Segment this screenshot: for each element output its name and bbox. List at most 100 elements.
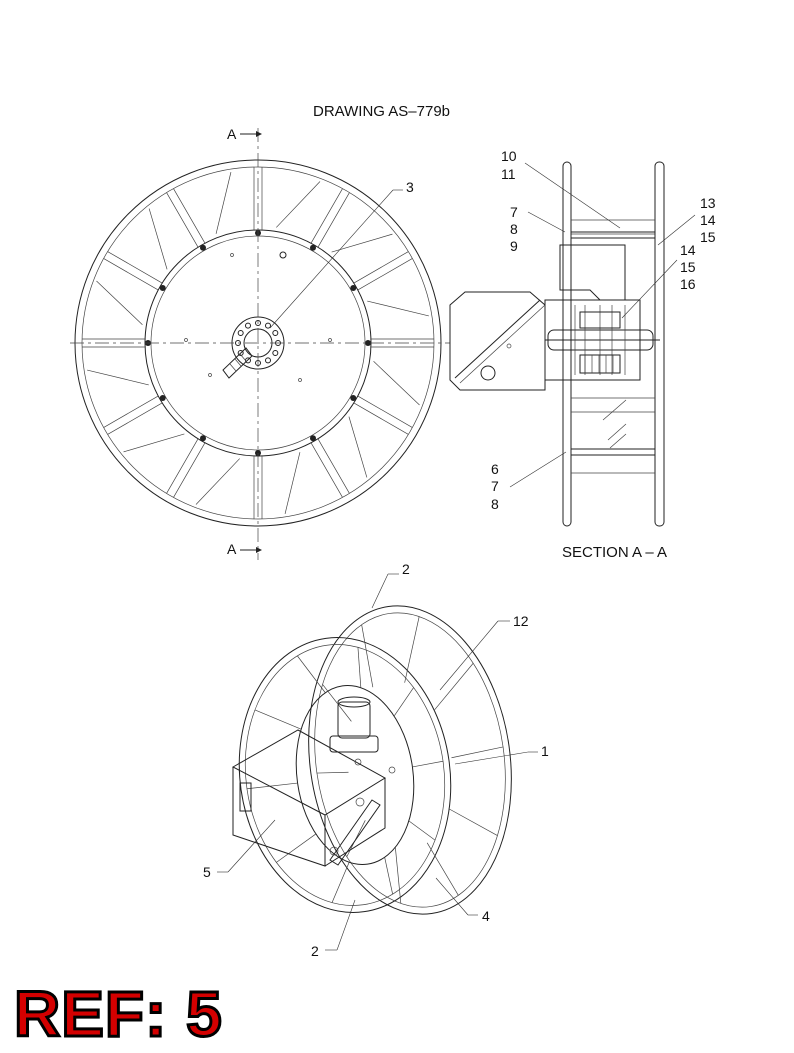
left-flange (562, 161, 572, 527)
hub-upper (559, 244, 626, 301)
bolt (310, 435, 316, 442)
iso-gearbox-enclosure (231, 729, 386, 867)
ref-badge: REF: 5 (13, 978, 224, 1050)
brace (148, 208, 168, 270)
callout-4: 4 (482, 908, 490, 924)
callout-12: 12 (513, 613, 529, 629)
iso-spoke (412, 760, 444, 768)
iso-back-spoke (394, 847, 402, 904)
back-flange-rim (308, 605, 512, 915)
callout-9: 9 (510, 238, 518, 254)
bearing (579, 354, 621, 374)
callout-7b: 7 (491, 478, 499, 494)
front-flange-rim (238, 637, 452, 913)
swivel-inlet (222, 347, 253, 379)
leader-4 (435, 877, 469, 916)
bolt (200, 435, 206, 442)
callout-11: 11 (501, 166, 516, 182)
section-arrowhead-bottom (256, 547, 262, 553)
bolt (159, 285, 166, 291)
callout-15b: 15 (680, 259, 696, 275)
spoke (253, 456, 263, 519)
iso-spoke (357, 647, 362, 688)
bolt (365, 340, 371, 346)
brace (87, 369, 149, 386)
leader-12 (439, 620, 499, 691)
bolt (200, 244, 206, 251)
brace (367, 300, 429, 317)
right-flange (654, 161, 665, 527)
iso-spoke (246, 782, 298, 790)
spoke (82, 338, 145, 348)
spoke (253, 167, 263, 230)
iso-spoke (276, 833, 317, 863)
section-marker-top: A (227, 126, 237, 142)
section-title: SECTION A – A (562, 544, 667, 561)
iso-back-spoke (426, 842, 459, 896)
callout-8a: 8 (510, 221, 518, 237)
callout-3: 3 (406, 179, 414, 195)
iso-back-spoke (322, 684, 352, 722)
drum-bottom-wall (570, 448, 656, 456)
leader-5 (227, 819, 276, 873)
hub-bolt (265, 357, 271, 364)
iso-spoke (393, 687, 414, 717)
hub-bolt (265, 322, 271, 329)
leader-2-top (371, 573, 389, 609)
callout-7a: 7 (510, 204, 518, 220)
iso-spoke (408, 820, 436, 841)
drum-detail-hole (279, 251, 287, 259)
iso-back-spoke (434, 663, 474, 710)
iso-back-spoke (316, 771, 349, 774)
spoke (353, 251, 413, 291)
front-view: A A 3 (70, 126, 450, 560)
bolt (310, 244, 316, 251)
spoke (371, 338, 434, 348)
iso-back-spoke (448, 808, 498, 836)
shaft (547, 329, 654, 351)
nameplate (239, 782, 252, 812)
callout-14a: 14 (700, 212, 716, 228)
iso-spoke (384, 857, 393, 895)
callout-10: 10 (501, 148, 517, 164)
spoke (310, 438, 350, 498)
callout-15a: 15 (700, 229, 716, 245)
spoke (166, 438, 206, 498)
drum-bolts (145, 230, 371, 456)
hub-bolt (237, 350, 244, 356)
iso-motor (329, 696, 396, 774)
spoke (166, 188, 206, 248)
callout-8b: 8 (491, 496, 499, 512)
brace (348, 416, 368, 478)
spoke (103, 395, 163, 435)
leader-3 (269, 189, 394, 329)
spoke (310, 188, 350, 248)
callout-1: 1 (541, 743, 549, 759)
iso-back-spoke (361, 624, 374, 688)
brace (96, 280, 143, 325)
isometric-view: 2 12 1 5 4 2 (203, 561, 549, 959)
brace (373, 361, 420, 406)
callout-16: 16 (680, 276, 696, 292)
callout-6: 6 (491, 461, 499, 477)
iso-spoke (254, 709, 302, 730)
brace (284, 452, 301, 514)
bolt (350, 285, 357, 291)
motor-housing (449, 291, 546, 391)
brace (123, 433, 185, 453)
leader-10-11 (524, 162, 621, 229)
hub-bolt (255, 320, 261, 326)
hub-bolt (245, 322, 251, 329)
callout-2-top: 2 (402, 561, 410, 577)
hub-bolt (272, 350, 279, 356)
drum-top-wall (570, 231, 656, 239)
callout-13: 13 (700, 195, 716, 211)
section-marker-bottom: A (227, 541, 237, 557)
iso-back-spoke (451, 746, 504, 759)
spoke (103, 251, 163, 291)
bolt (350, 395, 357, 401)
brace (276, 181, 321, 228)
gear (579, 311, 621, 329)
callout-2-bottom: 2 (311, 943, 319, 959)
